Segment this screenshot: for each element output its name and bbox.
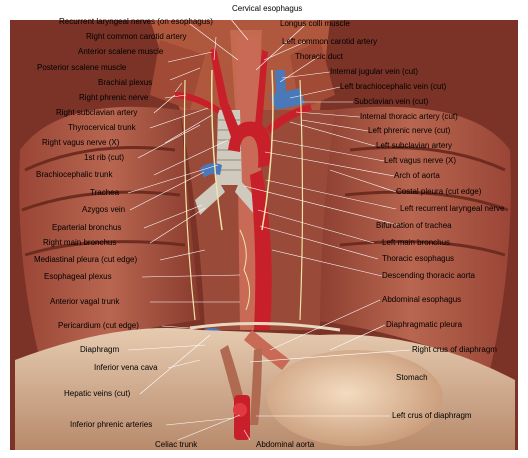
- label-thoracic-esophagus: Thoracic esophagus: [382, 254, 455, 263]
- right-subclavian-shape: [174, 92, 220, 114]
- descending-aorta-shape: [250, 170, 272, 330]
- label-left-crus: Left crus of diaphragm: [392, 411, 472, 420]
- right-phrenic-shape: [183, 79, 196, 321]
- label-left-vagus: Left vagus nerve (X): [384, 156, 457, 165]
- label-right-phrenic: Right phrenic nerve: [79, 93, 149, 102]
- label-eparterial-bronchus: Eparterial bronchus: [52, 223, 122, 232]
- celiac-trunk-shape: [233, 403, 247, 417]
- left-phrenic-shape: [299, 79, 304, 321]
- label-cervical-esophagus: Cervical esophagus: [232, 4, 303, 13]
- left-carotid-shape: [255, 50, 268, 126]
- rib-right-2: [21, 190, 181, 212]
- rib-left-1: [349, 146, 506, 172]
- label-celiac: Celiac trunk: [155, 440, 198, 449]
- right-pleural-cavity: [19, 106, 200, 360]
- label-thoracic-duct: Thoracic duct: [295, 52, 344, 61]
- label-diaphragmatic-pleura: Diaphragmatic pleura: [386, 320, 463, 329]
- stomach-shape: [267, 350, 443, 446]
- label-descending-aorta: Descending thoracic aorta: [382, 271, 475, 280]
- label-hepatic-veins: Hepatic veins (cut): [64, 389, 131, 398]
- left-pleural-cavity: [310, 106, 511, 371]
- label-anterior-scalene: Anterior scalene muscle: [78, 47, 164, 56]
- label-esophageal-plexus: Esophageal plexus: [44, 272, 112, 281]
- azygos-shape: [200, 163, 222, 178]
- label-first-rib: 1st rib (cut): [84, 153, 125, 162]
- label-posterior-scalene: Posterior scalene muscle: [37, 63, 127, 72]
- label-left-main-bronchus: Left main bronchus: [382, 238, 451, 247]
- label-left-common-carotid: Left common carotid artery: [282, 37, 378, 46]
- label-longus-colli: Longus colli muscle: [280, 19, 350, 28]
- left-vagus-shape: [261, 69, 274, 231]
- label-right-vagus: Right vagus nerve (X): [42, 138, 120, 147]
- leader-lines: [127, 11, 411, 441]
- pericardium-edge: [189, 321, 341, 332]
- scalene-right: [150, 40, 205, 110]
- esophageal-plexus-shape: [239, 229, 250, 311]
- label-pericardium: Pericardium (cut edge): [58, 321, 139, 330]
- label-ivc: Inferior vena cava: [94, 363, 158, 372]
- label-abdominal-esophagus: Abdominal esophagus: [382, 295, 462, 304]
- right-vagus-shape: [210, 69, 223, 231]
- label-right-common-carotid: Right common carotid artery: [86, 32, 187, 41]
- rib-left-3: [339, 240, 506, 257]
- label-right-main-bronchus: Right main bronchus: [43, 238, 117, 247]
- label-trachea: Trachea: [90, 188, 120, 197]
- label-left-phrenic: Left phrenic nerve (cut): [368, 126, 451, 135]
- label-subclavian-vein: Subclavian vein (cut): [354, 97, 429, 106]
- rib-left-2: [344, 190, 509, 212]
- label-recurrent-laryngeal-nerves: Recurrent laryngeal nerves (on esophagus…: [59, 17, 213, 26]
- label-anterior-vagal: Anterior vagal trunk: [50, 297, 120, 306]
- label-internal-thoracic: Internal thoracic artery (cut): [360, 112, 458, 121]
- label-arch-of-aorta: Arch of aorta: [394, 171, 440, 180]
- brachiocephalic-trunk-shape: [220, 102, 242, 140]
- label-azygos: Azygos vein: [82, 205, 126, 214]
- label-diaphragm: Diaphragm: [80, 345, 120, 354]
- right-bronchus-shape: [195, 180, 225, 215]
- abdominal-aorta-shape: [234, 395, 250, 440]
- label-costal-pleura: Costal pleura (cut edge): [396, 187, 482, 196]
- label-left-subclavian: Left subclavian artery: [376, 141, 453, 150]
- label-left-recurrent-laryngeal: Left recurrent laryngeal nerve: [400, 204, 505, 213]
- label-mediastinal-pleura: Mediastinal pleura (cut edge): [34, 255, 138, 264]
- label-bifurcation-trachea: Bifurcation of trachea: [376, 221, 452, 230]
- left-subclavian-shape: [266, 104, 312, 134]
- rib-right-3: [24, 240, 186, 257]
- right-carotid-shape: [210, 48, 228, 106]
- label-inferior-phrenic: Inferior phrenic arteries: [70, 420, 153, 429]
- label-stomach: Stomach: [396, 373, 428, 382]
- label-right-subclavian: Right subclavian artery: [56, 108, 138, 117]
- label-internal-jugular: Internal jugular vein (cut): [330, 67, 419, 76]
- label-thyrocervical: Thyrocervical trunk: [68, 123, 136, 132]
- label-brachial-plexus: Brachial plexus: [98, 78, 153, 87]
- label-abdominal-aorta: Abdominal aorta: [256, 440, 315, 449]
- label-brachiocephalic-trunk: Brachiocephalic trunk: [36, 170, 113, 179]
- label-right-crus: Right crus of diaphragm: [412, 345, 497, 354]
- left-crus-shape: [250, 348, 262, 425]
- label-left-brachiocephalic-vein: Left brachiocephalic vein (cut): [340, 82, 447, 91]
- internal-jugular-shape: [275, 70, 286, 95]
